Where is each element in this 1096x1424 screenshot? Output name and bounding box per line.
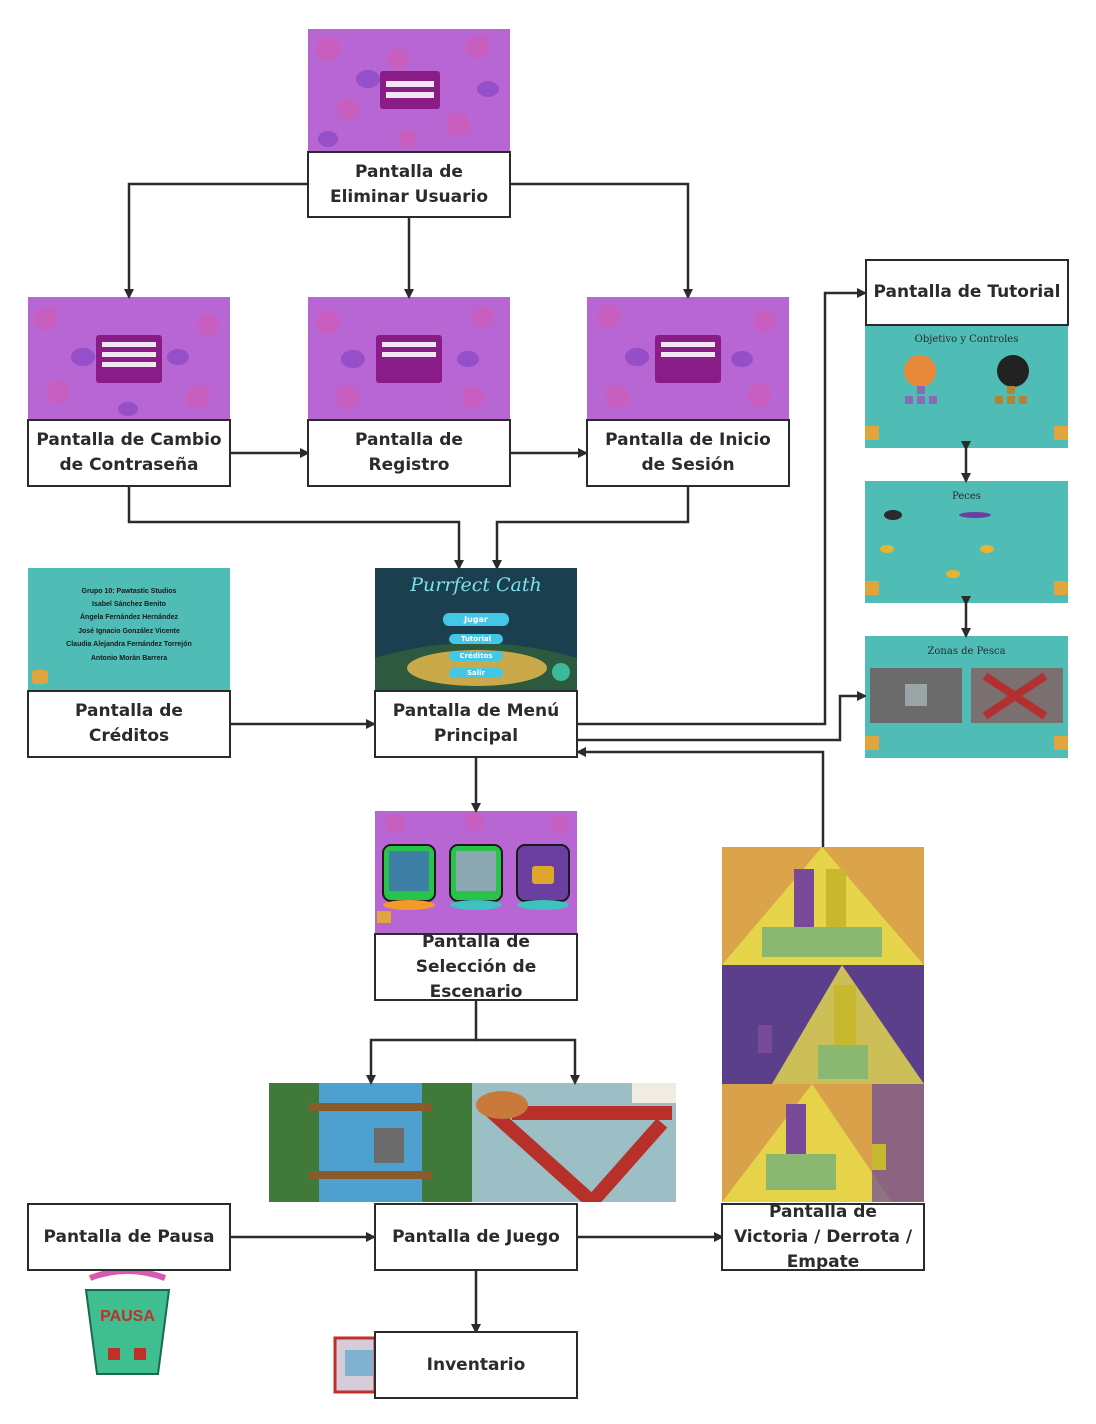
- registro-thumbnail: [308, 297, 510, 419]
- tutorial-panel-peces: Peces: [865, 481, 1068, 603]
- seleccion-escenario-thumbnail: [375, 811, 577, 933]
- credit-line: Ángela Fernández Hernández: [79, 614, 179, 621]
- eliminar-usuario-thumbnail: [308, 29, 510, 151]
- pausa-bucket-image: PAUSA: [80, 1268, 175, 1378]
- tutorial-panel3-title: Zonas de Pesca: [927, 646, 1006, 657]
- menu-principal-thumbnail: Purrfect Cath Jugar Tutorial Créditos Sa…: [375, 568, 577, 690]
- credit-line: Isabel Sánchez Benito: [92, 601, 166, 608]
- juego-thumbnail-rio: [269, 1083, 472, 1202]
- credit-line: José Ignacio González Vicente: [78, 628, 180, 635]
- node-tutorial: Pantalla de Tutorial: [865, 259, 1069, 326]
- scenario-cards-art: [377, 811, 570, 923]
- cambio-contrasena-thumbnail: [28, 297, 230, 419]
- tie-art: [722, 1084, 924, 1202]
- credit-line: Grupo 10: Pawtastic Studios: [81, 588, 177, 595]
- victory-art: [722, 847, 924, 965]
- credit-line: Claudia Alejandra Fernández Torrejón: [66, 641, 192, 648]
- purple-pattern: [316, 35, 499, 148]
- node-cambio-contrasena: Pantalla de Cambio de Contraseña: [27, 419, 231, 487]
- node-inicio-sesion: Pantalla de Inicio de Sesión: [586, 419, 790, 487]
- inventory-chest-icon: [333, 1336, 377, 1394]
- menu-button-salir: Salir: [449, 668, 503, 678]
- node-pausa: Pantalla de Pausa: [27, 1203, 231, 1271]
- menu-button-jugar: Jugar: [443, 613, 509, 626]
- tutorial-panel-objetivo: Objetivo y Controles: [865, 326, 1068, 448]
- cat-icon: [32, 670, 48, 684]
- tutorial-zones-art: [865, 668, 1068, 750]
- node-juego: Pantalla de Juego: [374, 1203, 578, 1271]
- pausa-bucket-label: PAUSA: [100, 1308, 155, 1325]
- derrota-thumbnail: [722, 965, 924, 1084]
- empate-thumbnail: [722, 1084, 924, 1202]
- bucket-icon: [84, 1268, 171, 1375]
- node-menu-principal: Pantalla de Menú Principal: [374, 690, 578, 758]
- river-level-art: [269, 1083, 472, 1202]
- menu-button-tutorial: Tutorial: [449, 634, 503, 644]
- credit-line: Antonio Morán Barrera: [90, 655, 168, 662]
- menu-button-creditos: Créditos: [449, 651, 503, 661]
- node-seleccion-escenario: Pantalla de Selección de Escenario: [374, 932, 578, 1002]
- purple-pattern: [34, 307, 219, 416]
- tutorial-panel1-title: Objetivo y Controles: [914, 334, 1019, 345]
- juego-thumbnail-casino: [472, 1083, 676, 1202]
- defeat-art: [722, 965, 924, 1084]
- inventario-icon: [333, 1332, 377, 1398]
- casino-level-art: [472, 1083, 676, 1202]
- creditos-thumbnail: Grupo 10: Pawtastic Studios Isabel Sánch…: [28, 568, 230, 690]
- node-creditos: Pantalla de Créditos: [27, 690, 231, 758]
- node-victoria: Pantalla de Victoria / Derrota / Empate: [721, 1202, 925, 1272]
- menu-game-title: Purrfect Cath: [410, 574, 542, 596]
- node-eliminar-usuario: Pantalla de Eliminar Usuario: [307, 151, 511, 218]
- node-registro: Pantalla de Registro: [307, 419, 511, 487]
- purple-pattern: [316, 306, 494, 409]
- tutorial-controls-art: [865, 355, 1068, 440]
- tutorial-panel2-title: Peces: [952, 491, 981, 502]
- node-inventario: Inventario: [374, 1331, 578, 1399]
- victoria-thumbnail: [722, 847, 924, 965]
- tutorial-panel-zonas: Zonas de Pesca: [865, 636, 1068, 758]
- tutorial-fish-art: [865, 510, 1068, 595]
